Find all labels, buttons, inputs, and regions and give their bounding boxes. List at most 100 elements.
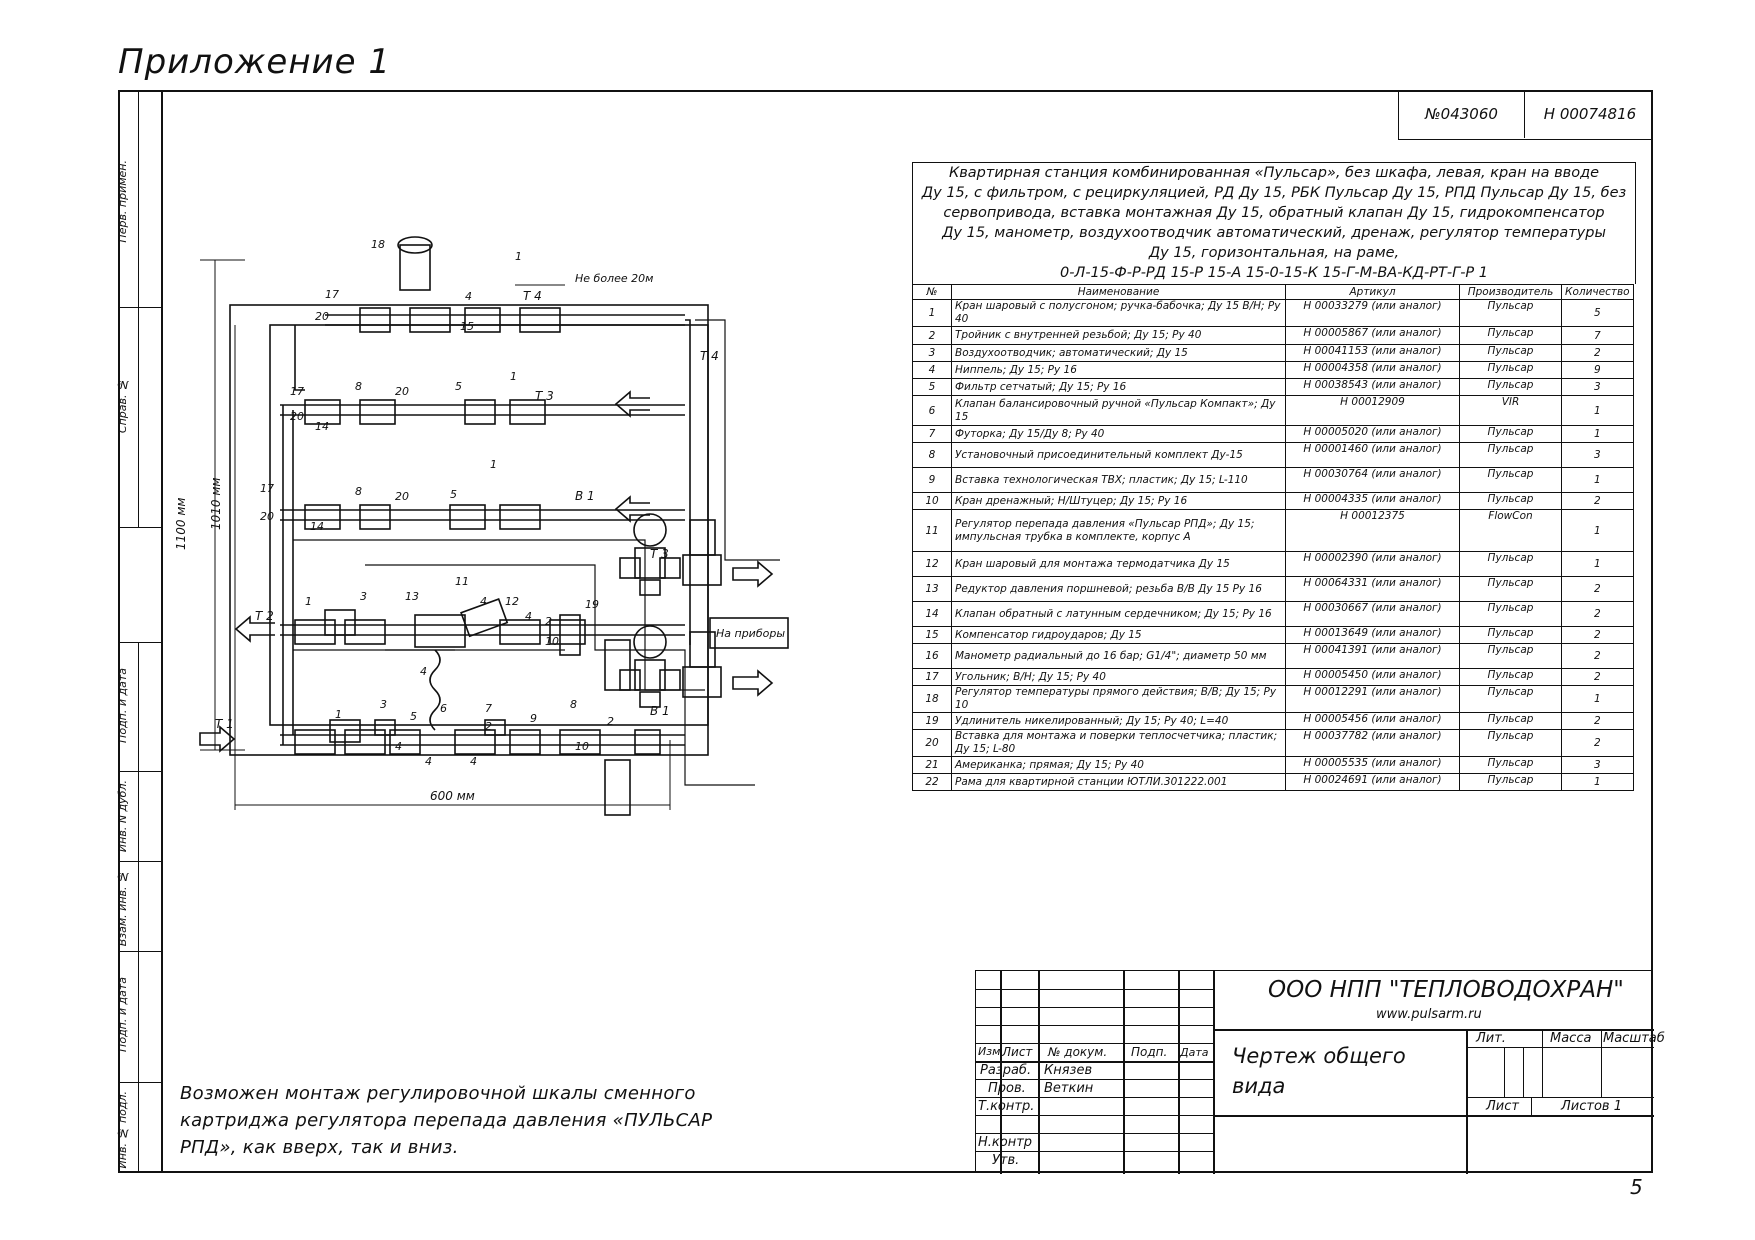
item-quantity: 7 bbox=[1561, 326, 1634, 345]
item-quantity: 1 bbox=[1561, 551, 1634, 577]
item-name: Удлинитель никелированный; Ду 15; Ру 40;… bbox=[951, 712, 1286, 730]
item-article: Н 00064331 (или аналог) bbox=[1285, 576, 1460, 602]
pipe-label-b1: В 1 bbox=[575, 489, 595, 503]
callout-13: 13 bbox=[405, 590, 419, 603]
table-header-row: № Наименование Артикул Производитель Кол… bbox=[912, 284, 1634, 300]
sheet-label: Лист bbox=[1486, 1099, 1519, 1114]
item-manufacturer: Пульсар bbox=[1459, 425, 1562, 443]
callout-4: 4 bbox=[425, 755, 432, 768]
callout-4: 4 bbox=[480, 595, 487, 608]
strip-label-dup-inv: Инв. N дубл. bbox=[116, 780, 129, 853]
item-quantity: 2 bbox=[1561, 576, 1634, 602]
callout-20: 20 bbox=[395, 490, 409, 503]
pipe-label-t4: Т 4 bbox=[523, 289, 542, 303]
drawing-frame bbox=[118, 90, 1653, 1173]
item-name: Угольник; В/Н; Ду 15; Ру 40 bbox=[951, 668, 1286, 686]
strip-cell-first-use: Перв. примен. bbox=[116, 90, 161, 308]
description-line: Ду 15, манометр, воздухоотводчик автомат… bbox=[942, 225, 1606, 241]
item-article: Н 00005867 (или аналог) bbox=[1285, 326, 1460, 345]
callout-3: 3 bbox=[360, 590, 367, 603]
frame-inner bbox=[269, 324, 709, 726]
callout-1: 1 bbox=[510, 370, 517, 383]
item-quantity: 2 bbox=[1561, 643, 1634, 669]
callout-15: 15 bbox=[460, 320, 474, 333]
item-article: Н 00002390 (или аналог) bbox=[1285, 551, 1460, 577]
callout-3: 3 bbox=[380, 698, 387, 711]
dim-width-label: 600 мм bbox=[430, 789, 475, 803]
item-name: Фильтр сетчатый; Ду 15; Ру 16 bbox=[951, 378, 1286, 396]
item-quantity: 2 bbox=[1561, 344, 1634, 362]
strip-label-first-use: Перв. примен. bbox=[116, 160, 129, 243]
sheets-label: Листов 1 bbox=[1561, 1099, 1622, 1114]
col-header-sign: Подп. bbox=[1131, 1045, 1168, 1059]
row-number: 9 bbox=[912, 467, 952, 493]
callout-5: 5 bbox=[455, 380, 462, 393]
item-name: Клапан обратный с латунным сердечником; … bbox=[951, 601, 1286, 627]
item-article: Н 00005450 (или аналог) bbox=[1285, 668, 1460, 686]
row-number: 21 bbox=[912, 756, 952, 774]
item-name: Рама для квартирной станции ЮТЛИ.301222.… bbox=[951, 773, 1286, 791]
item-quantity: 2 bbox=[1561, 712, 1634, 730]
item-article: Н 00013649 (или аналог) bbox=[1285, 626, 1460, 644]
item-name: Американка; прямая; Ду 15; Ру 40 bbox=[951, 756, 1286, 774]
doc-title-line2: вида bbox=[1232, 1074, 1286, 1098]
callout-7: 7 bbox=[485, 702, 492, 715]
item-quantity: 2 bbox=[1561, 668, 1634, 686]
callout-11: 11 bbox=[455, 575, 469, 588]
item-article: Н 00033279 (или аналог) bbox=[1285, 299, 1460, 327]
item-quantity: 3 bbox=[1561, 378, 1634, 396]
item-article: Н 00012291 (или аналог) bbox=[1285, 685, 1460, 713]
callout-4: 4 bbox=[470, 755, 477, 768]
item-quantity: 9 bbox=[1561, 361, 1634, 379]
row-number: 4 bbox=[912, 361, 952, 379]
item-manufacturer: Пульсар bbox=[1459, 576, 1562, 602]
dim-inner-label: 1010 мм bbox=[209, 478, 223, 530]
dim-outer-label: 1100 мм bbox=[174, 498, 188, 550]
callout-8: 8 bbox=[355, 380, 362, 393]
callout-17: 17 bbox=[260, 482, 274, 495]
callout-1: 1 bbox=[335, 708, 342, 721]
item-quantity: 2 bbox=[1561, 492, 1634, 510]
callout-1: 1 bbox=[515, 250, 522, 263]
strip-cell-repl-inv: Взам. инв. № bbox=[116, 862, 161, 952]
item-name: Кран шаровый для монтажа термодатчика Ду… bbox=[951, 551, 1286, 577]
appendix-title: Приложение 1 bbox=[118, 42, 392, 82]
row-number: 13 bbox=[912, 576, 952, 602]
installation-note: Возможен монтаж регулировочной шкалы сме… bbox=[180, 1080, 712, 1161]
station-schematic: 1100 мм 1010 мм 600 мм Не более 20м На п… bbox=[174, 236, 789, 816]
pipe-label-t3-line: Т 3 bbox=[650, 547, 669, 561]
strip-cell-ref-no: Справ. № bbox=[116, 308, 161, 528]
specification-table: № Наименование Артикул Производитель Кол… bbox=[912, 284, 1634, 791]
item-article: Н 00041391 (или аналог) bbox=[1285, 643, 1460, 669]
item-article: Н 00037782 (или аналог) bbox=[1285, 729, 1460, 757]
item-article: Н 00005535 (или аналог) bbox=[1285, 756, 1460, 774]
callout-19: 19 bbox=[585, 598, 599, 611]
item-quantity: 1 bbox=[1561, 425, 1634, 443]
row-number: 1 bbox=[912, 299, 952, 327]
title-block: ООО НПП "ТЕПЛОВОДОХРАН" www.pulsarm.ru Ч… bbox=[975, 970, 1665, 1174]
callout-1: 1 bbox=[305, 595, 312, 608]
item-name: Ниппель; Ду 15; Ру 16 bbox=[951, 361, 1286, 379]
pipe-label-t4-line: Т 4 bbox=[700, 349, 719, 363]
col-header-sheet: Лист bbox=[1002, 1045, 1033, 1059]
item-manufacturer: Пульсар bbox=[1459, 299, 1562, 327]
row-number: 20 bbox=[912, 729, 952, 757]
row-number: 14 bbox=[912, 601, 952, 627]
row-number: 6 bbox=[912, 395, 952, 426]
callout-5: 5 bbox=[450, 488, 457, 501]
item-article: Н 00030667 (или аналог) bbox=[1285, 601, 1460, 627]
item-name: Вставка для монтажа и поверки теплосчетч… bbox=[951, 729, 1286, 757]
row-number: 11 bbox=[912, 509, 952, 552]
item-name: Воздухоотводчик; автоматический; Ду 15 bbox=[951, 344, 1286, 362]
col-header-date: Дата bbox=[1180, 1046, 1209, 1059]
callout-2: 2 bbox=[607, 715, 614, 728]
role-norm-control: Н.контр bbox=[978, 1135, 1033, 1150]
item-quantity: 1 bbox=[1561, 395, 1634, 426]
strip-cell-dup-inv: Инв. N дубл. bbox=[116, 772, 161, 862]
